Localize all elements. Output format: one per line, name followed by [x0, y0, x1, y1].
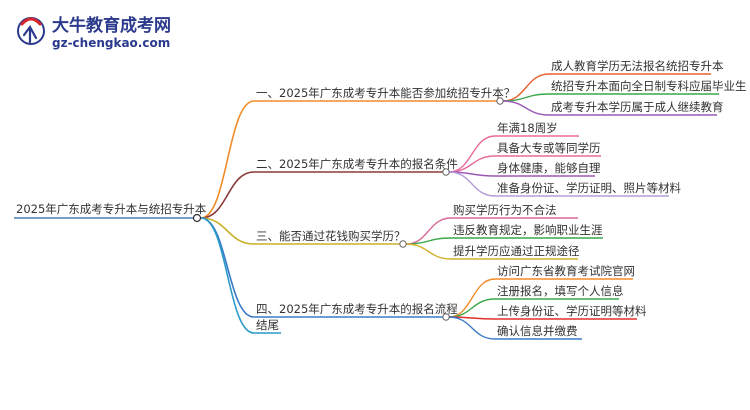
root-label: 2025年广东成考专升本与统招专升本 — [16, 202, 207, 216]
mindmap-nodes: 一、2025年广东成考专升本能否参加统招专升本？ 成人教育学历无法报名统招专升本统… — [256, 59, 747, 338]
branch-2-child-4-link — [448, 171, 496, 197]
branch-2-label: 二、2025年广东成考专升本的报名条件 — [256, 157, 458, 171]
branch-1-label: 一、2025年广东成考专升本能否参加统招专升本？ — [256, 86, 515, 100]
branch-4-child-3-label: 上传身份证、学历证明等材料 — [497, 304, 647, 318]
branch-2-connector — [442, 168, 450, 176]
root-connector — [192, 213, 202, 223]
branch-1-connector — [496, 97, 504, 105]
branch-5-label: 结尾 — [256, 318, 279, 332]
branch-1-link — [200, 100, 255, 219]
branch-4-child-4-label: 确认信息并缴费 — [497, 324, 578, 338]
branch-3-child-2-link — [405, 237, 452, 245]
branch-2-link — [200, 171, 255, 219]
logo-mark — [17, 17, 45, 45]
branch-3-child-3-label: 提升学历应通过正规途径 — [453, 244, 580, 258]
branch-1-child-3-label: 成考专升本学历属于成人继续教育 — [551, 100, 724, 114]
branch-5-link — [200, 217, 255, 334]
branch-3-child-1-label: 购买学历行为不合法 — [453, 203, 557, 217]
branch-2-child-3-label: 身体健康，能够自理 — [497, 161, 601, 175]
branch-4-connector — [442, 313, 450, 321]
branch-2-child-2-label: 具备大专或等同学历 — [497, 141, 601, 155]
logo-title: 大牛教育成考网 — [52, 15, 171, 36]
branch-1-child-2-label: 统招专升本面向全日制专科应届毕业生 — [551, 79, 747, 93]
branch-3-child-2-label: 违反教育规定，影响职业生涯 — [453, 223, 603, 237]
branch-1-child-3-link — [502, 100, 550, 116]
logo-url: gz-chengkao.com — [52, 36, 170, 50]
branch-3-link — [200, 217, 255, 245]
branch-1-child-1-label: 成人教育学历无法报名统招专升本 — [551, 59, 724, 73]
branch-4-label: 四、2025年广东成考专升本的报名流程 — [256, 302, 458, 316]
site-logo: 大牛教育成考网 gz-chengkao.com — [17, 15, 171, 50]
root-node: 2025年广东成考专升本与统招专升本 — [14, 202, 207, 223]
branch-4-link — [200, 217, 255, 318]
branch-4-child-4-link — [448, 316, 496, 340]
branch-3-label: 三、能否通过花钱购买学历？ — [256, 229, 406, 243]
branch-2-child-4-label: 准备身份证、学历证明、照片等材料 — [497, 181, 681, 195]
branch-3-child-1-link — [405, 217, 452, 245]
branch-3-child-3-link — [405, 243, 452, 260]
branch-4-child-1-label: 访问广东省教育考试院官网 — [497, 264, 635, 278]
branch-4-child-2-label: 注册报名，填写个人信息 — [497, 284, 624, 298]
mindmap-links — [200, 73, 719, 340]
branch-2-child-1-label: 年满18周岁 — [497, 121, 558, 135]
branch-3-connector — [399, 240, 407, 248]
